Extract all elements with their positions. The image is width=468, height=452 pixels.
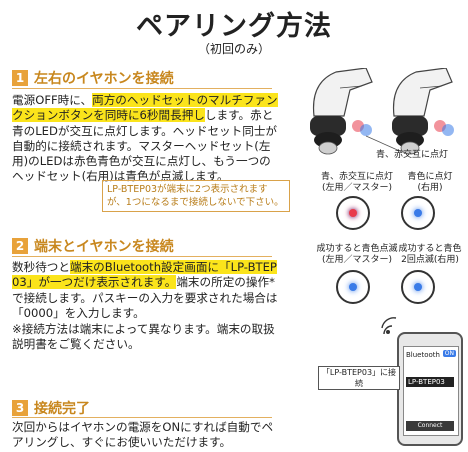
step3-header: 3 接続完了 xyxy=(12,398,90,418)
earphones-press-illustration xyxy=(310,68,454,155)
pointer-line xyxy=(365,135,403,153)
step2-text: 数秒待つと端末のBluetooth設定画面に「LP-BTEP03」が一つだけ表示… xyxy=(12,260,282,321)
left-top-label: 青、赤交互に点灯 (左用／マスター) xyxy=(320,172,393,193)
left-earphone-top-icon xyxy=(336,196,370,230)
bluetooth-label: Bluetooth xyxy=(406,351,440,359)
step1-text-after: します。赤と青のLEDが交互に点灯します。ヘッドセット同士が自動的に接続されます… xyxy=(12,108,278,184)
step2-number: 2 xyxy=(12,238,28,254)
right-top-label: 青色に点灯 (右用) xyxy=(407,172,453,193)
step3-text: 次回からはイヤホンの電源をONにすれば自動でペアリングし、すぐにお使いいただけま… xyxy=(12,420,274,450)
step2-divider xyxy=(12,256,272,257)
step1-divider xyxy=(12,88,272,89)
step1-number: 1 xyxy=(12,70,28,86)
blue-led-glow xyxy=(442,124,454,136)
blue-led-icon xyxy=(414,283,422,291)
step3-divider xyxy=(12,417,272,418)
connect-button[interactable]: Connect xyxy=(406,421,454,431)
step2-heading: 端末とイヤホンを接続 xyxy=(34,239,174,255)
blue-led-icon xyxy=(414,209,422,217)
right-earphone-icon xyxy=(392,116,428,155)
smartphone: Bluetooth ON LP-BTEP03 Connect xyxy=(397,332,463,446)
page-subtitle: （初回のみ） xyxy=(197,42,270,56)
step1-heading: 左右のイヤホンを接続 xyxy=(34,71,174,87)
left-hand-icon xyxy=(312,68,373,117)
step2-text-before: 数秒待つと xyxy=(12,260,70,274)
step1-text: 電源OFF時に、両方のヘッドセットのマルチファンクションボタンを同時に6秒間長押… xyxy=(12,93,282,185)
step2-text-after: 端末の所定の操作*で接続します。パスキーの入力を要求された場合は「0000」を入… xyxy=(12,275,278,320)
right-bottom-label: 成功すると青色 2回点滅(右用) xyxy=(398,244,462,265)
red-blue-led-icon xyxy=(349,209,357,217)
step2-note: ※接続方法は端末によって異なります。端末の取扱説明書をご覧ください。 xyxy=(12,322,275,352)
alternate-label: 青、赤交互に点灯 xyxy=(375,150,448,160)
left-earphone-icon xyxy=(310,116,346,155)
right-hand-icon xyxy=(392,68,453,117)
phone-screen: Bluetooth ON LP-BTEP03 Connect xyxy=(403,346,459,436)
step1-header: 1 左右のイヤホンを接続 xyxy=(12,68,174,88)
blue-led-glow xyxy=(360,124,372,136)
bluetooth-toggle[interactable]: ON xyxy=(442,350,456,357)
step2-header: 2 端末とイヤホンを接続 xyxy=(12,236,174,256)
page-title: ペアリング方法 xyxy=(136,11,332,42)
device-list-item[interactable]: LP-BTEP03 xyxy=(406,377,454,387)
signal-waves-icon xyxy=(381,317,397,335)
step1-text-before: 電源OFF時に、 xyxy=(12,93,93,107)
blue-led-icon xyxy=(349,283,357,291)
step3-number: 3 xyxy=(12,400,28,416)
step1-note-box: LP-BTEP03が端末に2つ表示されますが、1つになるまで接続しないで下さい。 xyxy=(102,180,290,212)
connect-callout: 「LP-BTEP03」に接続 xyxy=(318,366,400,390)
left-bottom-label: 成功すると青色点滅 (左用／マスター) xyxy=(316,244,398,265)
step3-heading: 接続完了 xyxy=(34,401,90,417)
